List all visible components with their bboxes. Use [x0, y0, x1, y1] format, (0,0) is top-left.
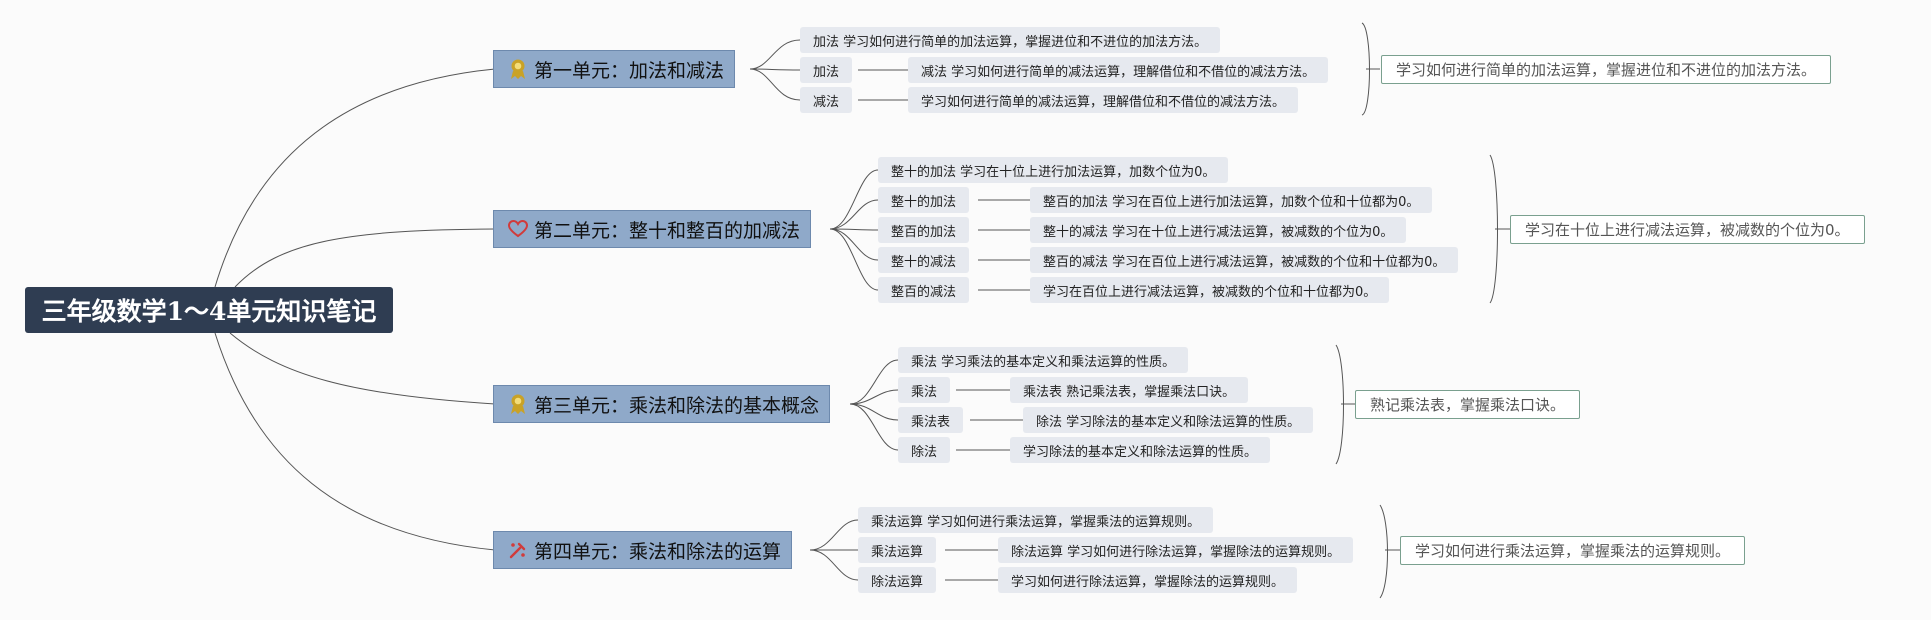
unit-title: 第三单元：乘法和除法的基本概念	[534, 394, 820, 417]
summary-callout[interactable]: 学习在十位上进行减法运算，被减数的个位为0。	[1510, 215, 1865, 244]
leaf-item[interactable]: 整百的减法	[878, 277, 970, 303]
unit-title: 第一单元：加法和减法	[534, 59, 725, 82]
heart-icon	[508, 220, 528, 238]
leaf-item[interactable]: 整十的加法	[878, 187, 970, 213]
leaf-item[interactable]: 乘法运算 学习如何进行乘法运算，掌握乘法的运算规则。	[858, 507, 1214, 533]
unit-4-topic[interactable]: 第四单元：乘法和除法的运算	[493, 531, 793, 569]
leaf-item[interactable]: 整十的减法	[878, 247, 970, 273]
ribbon-icon	[511, 394, 525, 414]
leaf-item[interactable]: 整十的加法 学习在十位上进行加法运算，加数个位为0。	[878, 157, 1229, 183]
leaf-item[interactable]: 加法 学习如何进行简单的加法运算，掌握进位和不进位的加法方法。	[800, 27, 1221, 53]
leaf-item[interactable]: 学习如何进行除法运算，掌握除法的运算规则。	[998, 567, 1298, 593]
unit-3-topic[interactable]: 第三单元：乘法和除法的基本概念	[493, 385, 831, 423]
root-topic[interactable]: 三年级数学1～4单元知识笔记	[25, 287, 393, 333]
tools-icon	[509, 542, 526, 559]
summary-callout[interactable]: 熟记乘法表，掌握乘法口诀。	[1355, 390, 1581, 419]
leaf-item[interactable]: 除法运算 学习如何进行除法运算，掌握除法的运算规则。	[998, 537, 1354, 563]
leaf-item[interactable]: 整百的减法 学习在百位上进行减法运算，被减数的个位和十位都为0。	[1030, 247, 1459, 273]
leaf-item[interactable]: 除法运算	[858, 567, 937, 593]
summary-callout[interactable]: 学习如何进行简单的加法运算，掌握进位和不进位的加法方法。	[1381, 55, 1832, 84]
unit-title: 第二单元：整十和整百的加减法	[534, 219, 801, 242]
unit-title: 第四单元：乘法和除法的运算	[534, 540, 782, 563]
leaf-item[interactable]: 乘法	[898, 377, 951, 403]
leaf-item[interactable]: 乘法表 熟记乘法表，掌握乘法口诀。	[1010, 377, 1249, 403]
leaf-item[interactable]: 学习在百位上进行减法运算，被减数的个位和十位都为0。	[1030, 277, 1390, 303]
unit-1-topic[interactable]: 第一单元：加法和减法	[493, 50, 736, 88]
leaf-item[interactable]: 整百的加法	[878, 217, 970, 243]
ribbon-icon	[511, 59, 525, 79]
leaf-item[interactable]: 整十的减法 学习在十位上进行减法运算，被减数的个位为0。	[1030, 217, 1407, 243]
leaf-item[interactable]: 学习除法的基本定义和除法运算的性质。	[1010, 437, 1271, 463]
summary-callout[interactable]: 学习如何进行乘法运算，掌握乘法的运算规则。	[1400, 536, 1746, 565]
leaf-item[interactable]: 学习如何进行简单的减法运算，理解借位和不借位的减法方法。	[908, 87, 1299, 113]
leaf-item[interactable]: 乘法表	[898, 407, 964, 433]
leaf-item[interactable]: 乘法 学习乘法的基本定义和乘法运算的性质。	[898, 347, 1189, 373]
unit-2-topic[interactable]: 第二单元：整十和整百的加减法	[493, 210, 812, 248]
leaf-item[interactable]: 加法	[800, 57, 853, 83]
leaf-item[interactable]: 乘法运算	[858, 537, 937, 563]
leaf-item[interactable]: 减法 学习如何进行简单的减法运算，理解借位和不借位的减法方法。	[908, 57, 1329, 83]
leaf-item[interactable]: 减法	[800, 87, 853, 113]
leaf-item[interactable]: 整百的加法 学习在百位上进行加法运算，加数个位和十位都为0。	[1030, 187, 1433, 213]
leaf-item[interactable]: 除法 学习除法的基本定义和除法运算的性质。	[1023, 407, 1314, 433]
leaf-item[interactable]: 除法	[898, 437, 951, 463]
